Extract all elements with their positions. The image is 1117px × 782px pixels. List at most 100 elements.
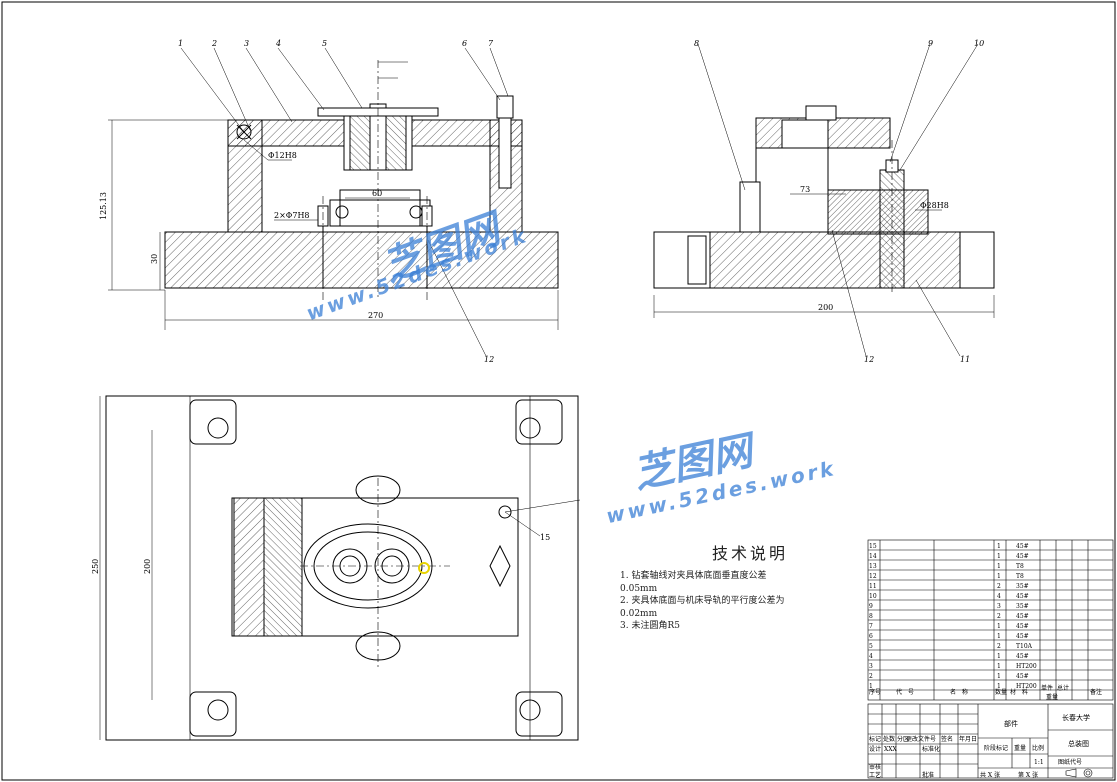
- bom-cell-qty: 1: [997, 653, 1001, 660]
- tb-school: 长春大学: [1062, 713, 1090, 722]
- bom-cell-qty: 1: [997, 623, 1001, 630]
- tb-sign: 签名: [941, 735, 953, 743]
- bom-cell-no: 14: [869, 553, 877, 560]
- highlight-marker: [418, 562, 430, 574]
- balloon-3: 3: [244, 39, 249, 48]
- balloon-12-side: 12: [864, 355, 874, 364]
- dim-front-bore: Φ12H8: [268, 151, 297, 160]
- tb-part: 部件: [1004, 719, 1018, 728]
- bom-cell-qty: 2: [997, 613, 1001, 620]
- balloon-9: 9: [928, 39, 933, 48]
- bom-cell-no: 2: [869, 673, 873, 680]
- dim-side-bore: Φ28H8: [920, 201, 949, 210]
- note-line: 0.05mm: [620, 583, 658, 594]
- bom-h-code: 代 号: [896, 688, 914, 696]
- bom-cell-material: T8: [1016, 573, 1024, 580]
- bom-cell-qty: 1: [997, 573, 1001, 580]
- note-line: 3. 未注圆角R5: [620, 621, 680, 631]
- bom-cell-no: 3: [869, 663, 873, 670]
- technical-notes: 技术说明 1. 钻套轴线对夹具体底面垂直度公差 0.05mm 2. 夹具体底面与…: [620, 540, 860, 633]
- balloon-4: 4: [275, 39, 281, 48]
- title-block: [867, 703, 1114, 779]
- bom-cell-qty: 1: [997, 663, 1001, 670]
- bom-cell-no: 10: [869, 593, 877, 600]
- dimension-labels: 125.13 30 270 60 2×Φ7H8 Φ12H8 200 73 Φ28…: [91, 151, 949, 574]
- tb-stage: 阶段标记: [984, 744, 1008, 752]
- bom-cell-qty: 1: [997, 673, 1001, 680]
- bom-cell-no: 9: [869, 603, 873, 610]
- dim-side-width: 200: [818, 303, 833, 312]
- bom-h-total: 总计: [1057, 684, 1069, 692]
- bom-cell-material: 45#: [1016, 543, 1029, 550]
- dim-front-width: 270: [368, 311, 383, 320]
- tb-sheets: 共 X 张: [980, 771, 1000, 779]
- tb-weight: 重量: [1014, 744, 1026, 752]
- tb-approve: 批准: [922, 771, 934, 779]
- bom-cell-material: 45#: [1016, 613, 1029, 620]
- bom-cell-qty: 1: [997, 553, 1001, 560]
- bom-cell-no: 5: [869, 643, 873, 650]
- bom-cell-qty: 4: [997, 593, 1001, 600]
- bom-cell-no: 15: [869, 543, 877, 550]
- tb-ratio: 比例: [1032, 744, 1044, 752]
- bom-cell-no: 11: [869, 583, 877, 590]
- bom-cell-material: 45#: [1016, 653, 1029, 660]
- dim-front-hole: 2×Φ7H8: [274, 211, 310, 220]
- bom-cell-material: HT200: [1016, 683, 1037, 690]
- bom-h-material: 材 料: [1010, 688, 1028, 696]
- balloon-12-front: 12: [484, 355, 494, 364]
- note-line: 1. 钻套轴线对夹具体底面垂直度公差: [620, 571, 767, 581]
- part-balloons: 1 2 3 4 5 6 7 8 9 10 11 12 12: [178, 39, 984, 364]
- bom-h-qty: 数量: [995, 688, 1007, 696]
- dim-front-center: 60: [372, 189, 382, 198]
- bom-h-name: 名 称: [950, 688, 968, 696]
- dim-top-depth: 250: [91, 559, 100, 574]
- dim-front-height: 125.13: [99, 192, 108, 220]
- bom-cell-qty: 2: [997, 583, 1001, 590]
- bom-table: [867, 539, 1114, 701]
- balloon-2: 2: [211, 39, 217, 48]
- bom-cell-no: 7: [869, 623, 873, 630]
- tb-process: 工艺: [869, 771, 881, 779]
- top-view: [99, 395, 581, 741]
- bom-cell-material: 45#: [1016, 553, 1029, 560]
- bom-cell-qty: 1: [997, 543, 1001, 550]
- tb-count: 处数: [883, 735, 895, 743]
- tb-date: 年月日: [959, 735, 977, 743]
- note-line: 2. 夹具体底面与机床导轨的平行度公差为: [620, 596, 785, 606]
- note-line: 0.02mm: [620, 608, 658, 619]
- bom-cell-material: T10A: [1016, 643, 1033, 650]
- balloon-8: 8: [694, 39, 699, 48]
- tb-scale: 1:1: [1034, 759, 1044, 766]
- bom-cell-no: 1: [869, 683, 873, 690]
- bom-cell-qty: 3: [997, 603, 1001, 610]
- tb-design: 设计: [869, 745, 881, 753]
- bom-cell-material: HT200: [1016, 663, 1037, 670]
- projection-symbol-icon: [1065, 768, 1093, 778]
- bom-h-weight: 重量: [1046, 693, 1058, 701]
- bom-h-no: 序号: [869, 688, 881, 696]
- bom-cell-material: 45#: [1016, 673, 1029, 680]
- dim-top-ref: 15: [540, 533, 550, 542]
- balloon-5: 5: [322, 39, 327, 48]
- tb-review: 审核: [869, 763, 881, 771]
- balloon-11: 11: [960, 355, 970, 364]
- bom-cell-qty: 2: [997, 643, 1001, 650]
- dim-side-depth: 73: [800, 185, 810, 194]
- bom-cell-no: 8: [869, 613, 873, 620]
- title-block-text: 标记 处数 分区 更改文件号 签名 年月日 设计 XXX 标准化 审核 工艺 批…: [869, 713, 1090, 779]
- balloon-1: 1: [178, 39, 183, 48]
- tb-designer: XXX: [884, 746, 898, 753]
- tb-sheet: 第 X 张: [1018, 771, 1038, 779]
- bom-cell-material: 35#: [1016, 583, 1029, 590]
- bom-cell-qty: 1: [997, 563, 1001, 570]
- notes-title: 技术说明: [711, 544, 788, 563]
- tb-zone: 分区: [897, 735, 909, 743]
- dim-top-inner: 200: [143, 559, 152, 574]
- bom-cell-no: 12: [869, 573, 877, 580]
- bom-cell-no: 6: [869, 633, 873, 640]
- bom-cell-no: 4: [869, 653, 873, 660]
- bom-header: 序号 代 号 名 称 数量 材 料 单件 总计 重量 备注: [869, 684, 1102, 701]
